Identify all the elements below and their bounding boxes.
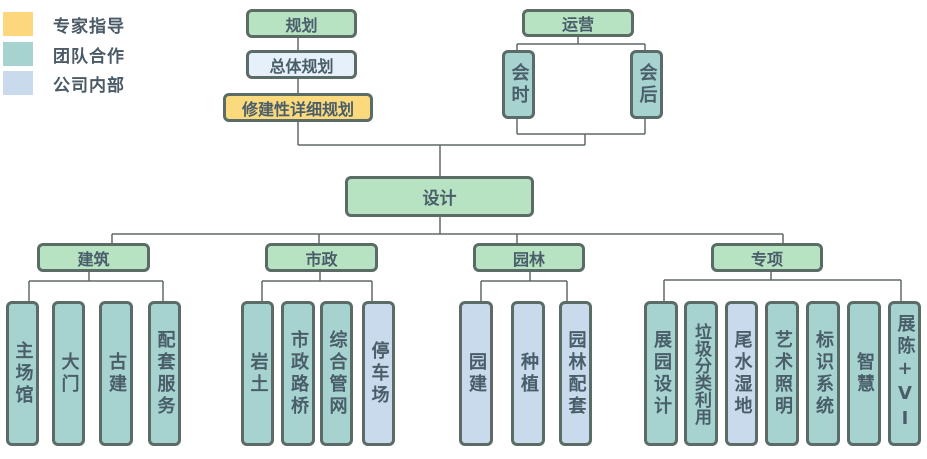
leaf-support-services: 配套服务 <box>148 301 181 446</box>
leaf-signage-system: 标识系统 <box>806 301 840 446</box>
leaf-node-label: 古建 <box>106 351 127 396</box>
legend-swatch-team <box>3 42 33 66</box>
leaf-tailwater-wetland: 尾水湿地 <box>725 301 758 446</box>
leaf-node-label: 主场馆 <box>12 340 34 407</box>
leaf-ancient-building: 古建 <box>99 301 133 446</box>
leaf-main-venue: 主场馆 <box>6 301 39 446</box>
node-detailed-planning: 修建性详细规划 <box>223 93 373 122</box>
leaf-node-label: 大门 <box>58 351 80 396</box>
leaf-gate: 大门 <box>52 301 85 446</box>
leaf-node-label: 智慧 <box>854 351 875 396</box>
leaf-node-label: 展陈+VI <box>894 314 916 433</box>
leaf-planting: 种植 <box>511 301 545 446</box>
node-during-event: 会时 <box>502 50 535 119</box>
node-special: 专项 <box>711 243 823 272</box>
leaf-geotechnical: 岩土 <box>241 301 274 446</box>
node-design: 设计 <box>345 176 534 217</box>
leaf-node-label: 园林配套 <box>565 329 587 418</box>
leaf-node-label: 尾水湿地 <box>731 329 753 418</box>
node-municipal: 市政 <box>265 243 378 272</box>
leaf-exhibition-vi: 展陈+VI <box>888 301 921 446</box>
leaf-node-label: 种植 <box>518 351 539 396</box>
leaf-landscape-facilities: 园林配套 <box>559 301 592 446</box>
leaf-parking: 停车场 <box>362 301 395 446</box>
leaf-smart: 智慧 <box>847 301 881 446</box>
leaf-node-label: 园建 <box>466 351 487 396</box>
node-label: 会时 <box>508 62 530 107</box>
leaf-node-label: 展园设计 <box>651 329 672 418</box>
leaf-node-label: 综合管网 <box>326 329 348 418</box>
leaf-node-label: 标识系统 <box>813 329 834 418</box>
legend-label-internal: 公司内部 <box>53 76 125 96</box>
leaf-art-lighting: 艺术照明 <box>765 301 799 446</box>
leaf-node-label: 艺术照明 <box>772 329 793 418</box>
leaf-node-label: 垃圾分类利用 <box>691 322 711 425</box>
node-operation: 运营 <box>522 9 634 37</box>
legend-label-team: 团队合作 <box>53 47 125 67</box>
leaf-utility-network: 综合管网 <box>320 301 353 446</box>
node-label: 会后 <box>636 62 658 107</box>
leaf-garden-design: 展园设计 <box>644 301 678 446</box>
node-planning: 规划 <box>246 9 357 38</box>
leaf-roads-bridges: 市政路桥 <box>281 301 315 446</box>
node-landscape: 园林 <box>473 243 585 272</box>
node-architecture: 建筑 <box>37 243 150 272</box>
legend-label-expert: 专家指导 <box>53 17 125 37</box>
leaf-waste-sorting: 垃圾分类利用 <box>684 301 718 446</box>
legend-swatch-internal <box>3 71 33 95</box>
leaf-node-label: 配套服务 <box>154 329 176 418</box>
node-master-planning: 总体规划 <box>246 50 357 79</box>
node-after-event: 会后 <box>630 50 663 119</box>
leaf-node-label: 岩土 <box>247 351 269 396</box>
leaf-node-label: 市政路桥 <box>288 329 309 418</box>
leaf-hardscape: 园建 <box>459 301 493 446</box>
leaf-node-label: 停车场 <box>368 340 390 407</box>
legend-swatch-expert <box>3 12 33 36</box>
